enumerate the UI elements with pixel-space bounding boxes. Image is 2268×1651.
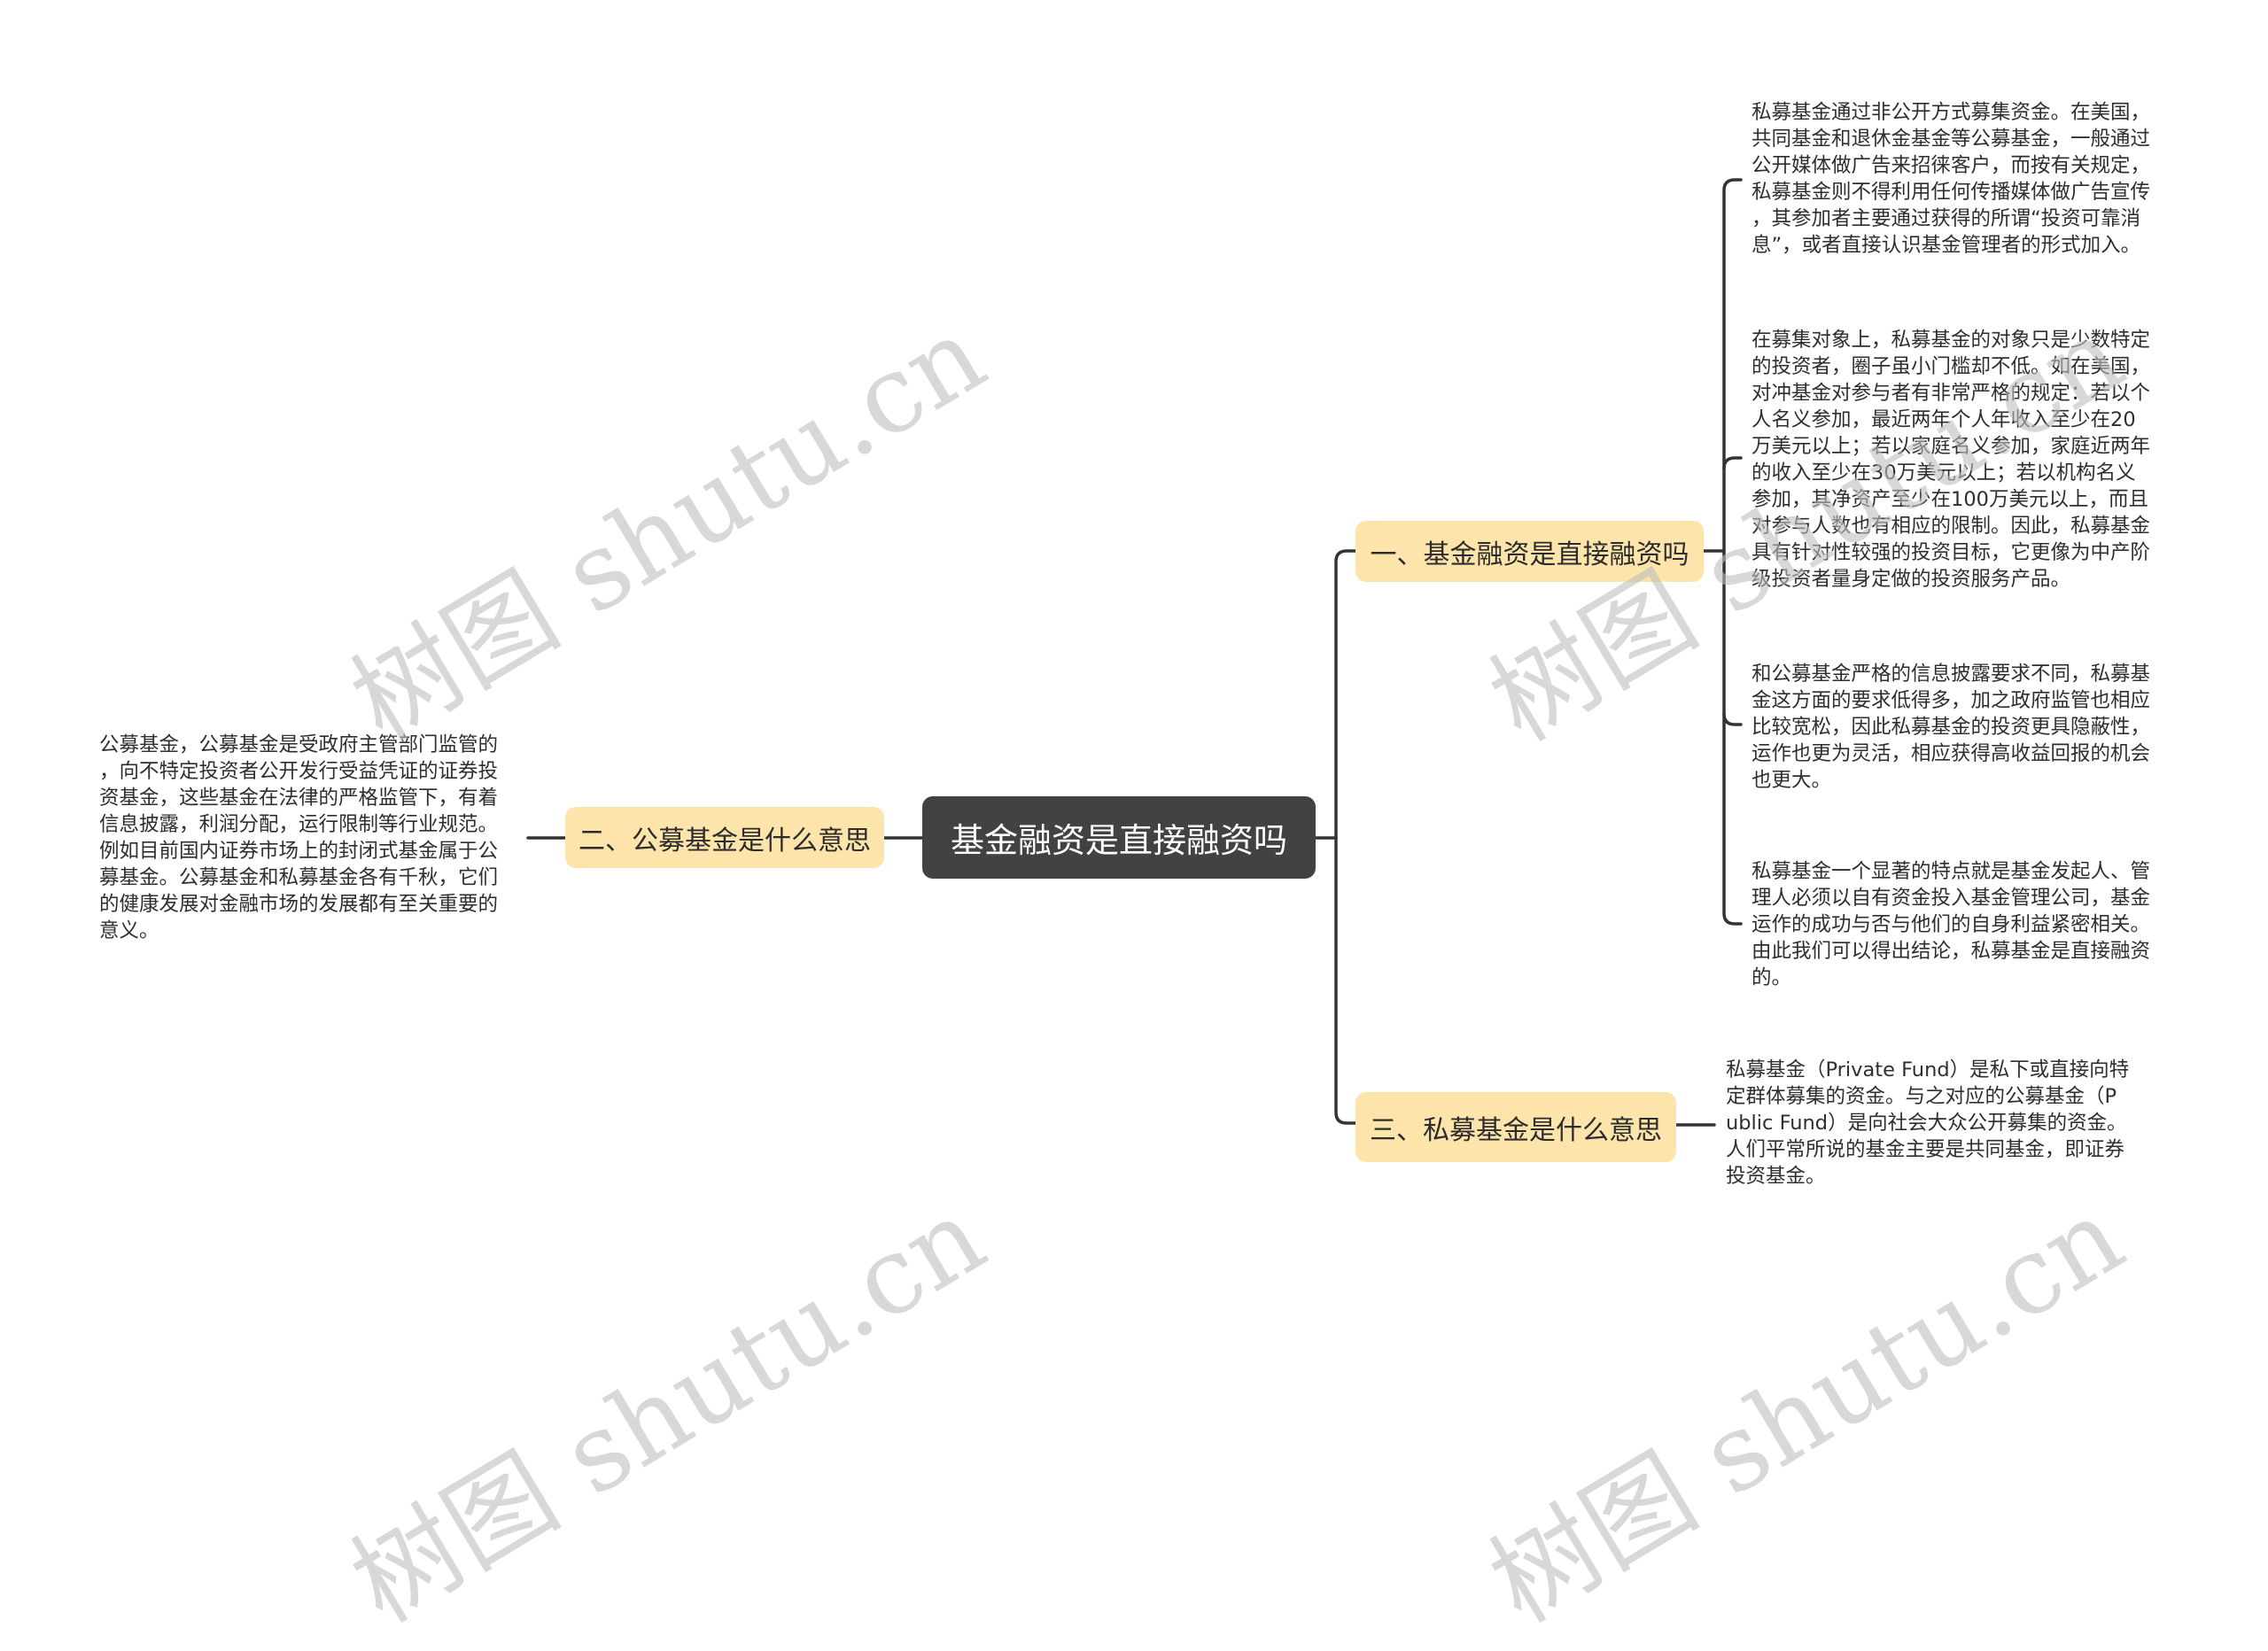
connector-trunk-to-branch-1 — [1334, 549, 1357, 840]
root-node[interactable]: 基金融资是直接融资吗 — [922, 796, 1316, 879]
leaf-text-1-4[interactable]: 私募基金一个显著的特点就是基金发起人、管 理人必须以自有资金投入基金管理公司，基… — [1751, 860, 2151, 989]
branch-node-1-label: 一、基金融资是直接融资吗 — [1370, 539, 1689, 570]
branch-node-3-label: 三、私募基金是什么意思 — [1370, 1114, 1662, 1146]
leaf-text-1-3[interactable]: 和公募基金严格的信息披露要求不同，私募基 金这方面的要求低得多，加之政府监管也相… — [1751, 663, 2151, 792]
branch-node-2-label: 二、公募基金是什么意思 — [579, 825, 871, 857]
connector-trunk-to-branch-3 — [1334, 836, 1357, 1125]
branch-node-3[interactable]: 三、私募基金是什么意思 — [1355, 1092, 1676, 1162]
bracket-tick-3 — [1722, 712, 1743, 726]
leaf-text-2-1[interactable]: 公募基金，公募基金是受政府主管部门监管的 ，向不特定投资者公开发行受益凭证的证券… — [99, 733, 499, 942]
branch-node-1[interactable]: 一、基金融资是直接融资吗 — [1355, 521, 1704, 582]
root-node-label: 基金融资是直接融资吗 — [950, 821, 1287, 860]
bracket-tick-2 — [1722, 456, 1743, 470]
leaf-text-1-2[interactable]: 在募集对象上，私募基金的对象只是少数特定 的投资者，圈子虽小门槛却不低。如在美国… — [1751, 329, 2151, 591]
bracket-branch-1 — [1722, 178, 1743, 926]
leaf-text-1-1[interactable]: 私募基金通过非公开方式募集资金。在美国， 共同基金和退休金基金等公募基金，一般通… — [1751, 101, 2151, 257]
leaf-text-3-1[interactable]: 私募基金（Private Fund）是私下或直接向特 定群体募集的资金。与之对应… — [1726, 1058, 2130, 1188]
mindmap-canvas: 基金融资是直接融资吗 一、基金融资是直接融资吗 二、公募基金是什么意思 三、私募… — [99, 101, 2151, 1647]
connector-lines — [526, 178, 1743, 1127]
branch-node-2[interactable]: 二、公募基金是什么意思 — [565, 807, 884, 868]
